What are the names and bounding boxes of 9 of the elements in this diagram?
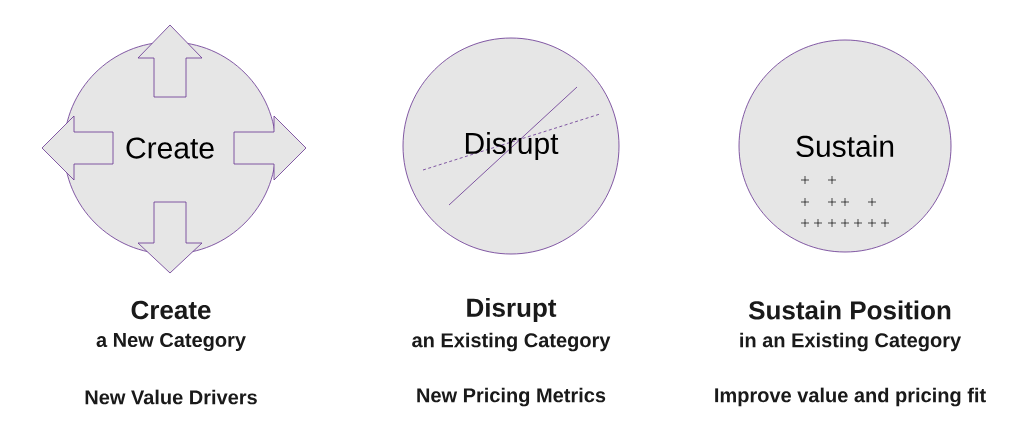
description: Improve value and pricing fit [715, 387, 986, 407]
description: New Value Drivers [85, 389, 257, 405]
subheading: in an Existing Category [740, 332, 962, 352]
heading: Disrupt [467, 297, 557, 323]
subheading: an Existing Category [412, 332, 611, 352]
heading: Create [131, 300, 211, 320]
description: New Pricing Metrics [417, 387, 606, 407]
heading: Sustain Position [748, 300, 951, 320]
subheading: a New Category [96, 332, 246, 352]
